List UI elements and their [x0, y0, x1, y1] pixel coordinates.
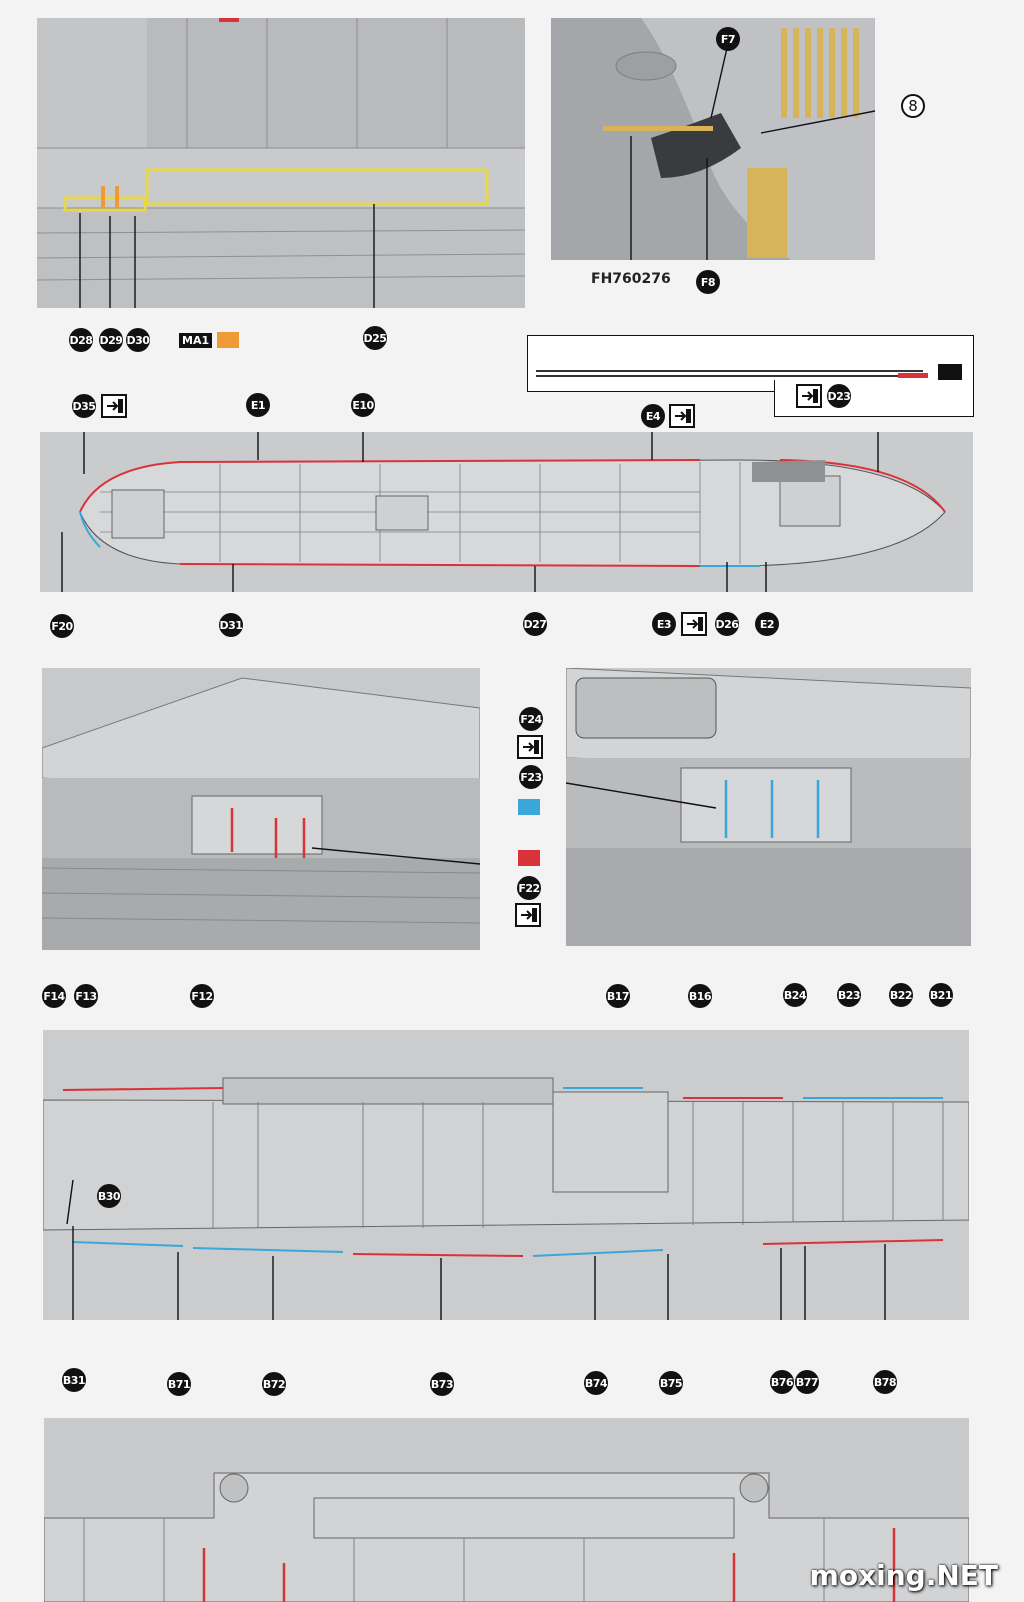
- callout-E1: E1: [246, 393, 270, 417]
- callout-B71: B71: [167, 1372, 191, 1396]
- part-number-label: FH760276: [591, 271, 671, 287]
- callout-D30: D30: [126, 328, 150, 352]
- attach-arrow-icon-F24: [517, 735, 543, 759]
- hangar-side-panel-left: [42, 668, 480, 950]
- callout-circle-8: 8: [901, 94, 925, 118]
- callout-B21: B21: [929, 983, 953, 1007]
- callout-B22: B22: [889, 983, 913, 1007]
- callout-D31: D31: [219, 613, 243, 637]
- callout-F7: F7: [716, 27, 740, 51]
- callout-B30: B30: [97, 1184, 121, 1208]
- material-label: MA1: [179, 333, 213, 348]
- callout-B75: B75: [659, 1371, 683, 1395]
- attach-arrow-icon-D23: [796, 384, 822, 408]
- callout-F12: F12: [190, 984, 214, 1008]
- callout-F24: F24: [519, 707, 543, 731]
- callout-E10: E10: [351, 393, 375, 417]
- attach-arrow-icon-F22: [515, 903, 541, 927]
- attach-arrow-icon-D35: [101, 394, 127, 418]
- callout-F8: F8: [696, 270, 720, 294]
- callout-D25: D25: [363, 326, 387, 350]
- gun-detail-panel: [551, 18, 875, 260]
- callout-B24: B24: [783, 983, 807, 1007]
- blue-swatch: [518, 799, 540, 815]
- callout-B17: B17: [606, 984, 630, 1008]
- hangar-side-panel-right: [566, 668, 971, 946]
- callout-F13: F13: [74, 984, 98, 1008]
- red-swatch: [518, 850, 540, 866]
- callout-D26: D26: [715, 612, 739, 636]
- callout-B76: B76: [770, 1370, 794, 1394]
- callout-D35: D35: [72, 394, 96, 418]
- callout-B74: B74: [584, 1371, 608, 1395]
- callout-F23: F23: [519, 765, 543, 789]
- callout-B23: B23: [837, 983, 861, 1007]
- callout-B31: B31: [62, 1368, 86, 1392]
- side-view-panel-top-left: [37, 18, 525, 308]
- callout-B78: B78: [873, 1370, 897, 1394]
- hull-top-view-panel: [40, 432, 973, 592]
- attach-arrow-icon-E3: [681, 612, 707, 636]
- callout-E3: E3: [652, 612, 676, 636]
- callout-D23: D23: [827, 384, 851, 408]
- callout-F22: F22: [517, 876, 541, 900]
- callout-F20: F20: [50, 614, 74, 638]
- callout-B77: B77: [795, 1370, 819, 1394]
- callout-D29: D29: [99, 328, 123, 352]
- orange-swatch: [217, 332, 239, 348]
- callout-E2: E2: [755, 612, 779, 636]
- callout-F14: F14: [42, 984, 66, 1008]
- callout-D27: D27: [523, 612, 547, 636]
- deck-side-view-panel: [43, 1030, 969, 1320]
- attach-arrow-icon-E4: [669, 404, 695, 428]
- callout-B72: B72: [262, 1372, 286, 1396]
- callout-B73: B73: [430, 1372, 454, 1396]
- callout-D28: D28: [69, 328, 93, 352]
- callout-B16: B16: [688, 984, 712, 1008]
- watermark: moxing.NET: [809, 1559, 998, 1592]
- deck-side-view-panel-bottom: [44, 1418, 969, 1602]
- callout-E4: E4: [641, 404, 665, 428]
